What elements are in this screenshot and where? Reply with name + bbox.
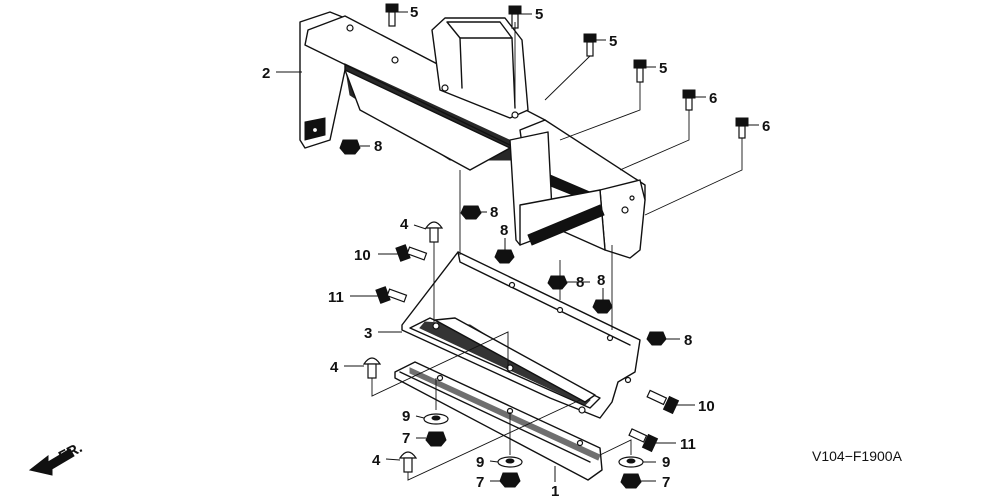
callout-11: 11 (328, 289, 344, 306)
callout-4: 4 (372, 452, 381, 469)
callout-8: 8 (684, 332, 692, 349)
callouts: 5 5 5 5 6 6 2 8 8 8 8 8 8 4 10 11 3 4 10… (262, 4, 770, 500)
carriage-bolt-4-icon (398, 451, 418, 473)
part-2-frame (299, 11, 646, 259)
flange-bolt-10-icon (395, 244, 428, 262)
callout-1: 1 (551, 483, 559, 500)
nut-8-icon (592, 299, 613, 314)
callout-4: 4 (400, 216, 409, 233)
callout-5: 5 (659, 60, 667, 77)
washer-9-icon (618, 456, 644, 468)
callout-4: 4 (330, 359, 339, 376)
bolt-5-icon (385, 3, 399, 27)
leader-lines (276, 11, 759, 482)
nut-8-icon (494, 249, 515, 264)
callout-8: 8 (500, 222, 508, 239)
front-direction-arrow-icon: FR. (28, 439, 85, 476)
callout-5: 5 (609, 33, 617, 50)
nut-8-icon (460, 205, 482, 220)
callout-8: 8 (576, 274, 584, 291)
callout-2: 2 (262, 65, 270, 82)
bolt-11-icon (375, 286, 408, 304)
bolt-5-icon (633, 59, 647, 83)
bolt-5-icon (583, 33, 597, 57)
nut-8-icon (646, 331, 667, 346)
callout-10: 10 (698, 398, 715, 415)
washer-9-icon (423, 413, 449, 425)
callout-7: 7 (476, 474, 484, 491)
callout-6: 6 (709, 90, 717, 107)
callout-9: 9 (476, 454, 484, 471)
callout-8: 8 (597, 272, 605, 289)
callout-5: 5 (410, 4, 418, 21)
callout-10: 10 (354, 247, 371, 264)
callout-8: 8 (374, 138, 382, 155)
nut-7-icon (620, 473, 642, 489)
callout-5: 5 (535, 6, 543, 23)
nut-7-icon (425, 431, 447, 447)
callout-7: 7 (662, 474, 670, 491)
diagram-code: V104−F1900A (812, 448, 903, 464)
callout-11: 11 (680, 436, 696, 453)
callout-8: 8 (490, 204, 498, 221)
carriage-bolt-4-icon (424, 221, 444, 243)
callout-3: 3 (364, 325, 372, 342)
nut-7-icon (499, 472, 521, 488)
part-3-lower-housing (401, 251, 641, 419)
callout-9: 9 (402, 408, 410, 425)
bolt-11-icon (628, 428, 659, 453)
callout-7: 7 (402, 430, 410, 447)
part-1-scraper (394, 361, 603, 481)
washer-9-icon (497, 456, 523, 468)
bolt-6-icon (682, 89, 696, 111)
callout-9: 9 (662, 454, 670, 471)
nut-8-icon (547, 275, 568, 290)
carriage-bolt-4-icon (362, 357, 382, 379)
bolt-6-icon (735, 117, 749, 139)
callout-6: 6 (762, 118, 770, 135)
flange-bolt-10-icon (646, 389, 680, 415)
nut-8-icon (339, 139, 361, 155)
